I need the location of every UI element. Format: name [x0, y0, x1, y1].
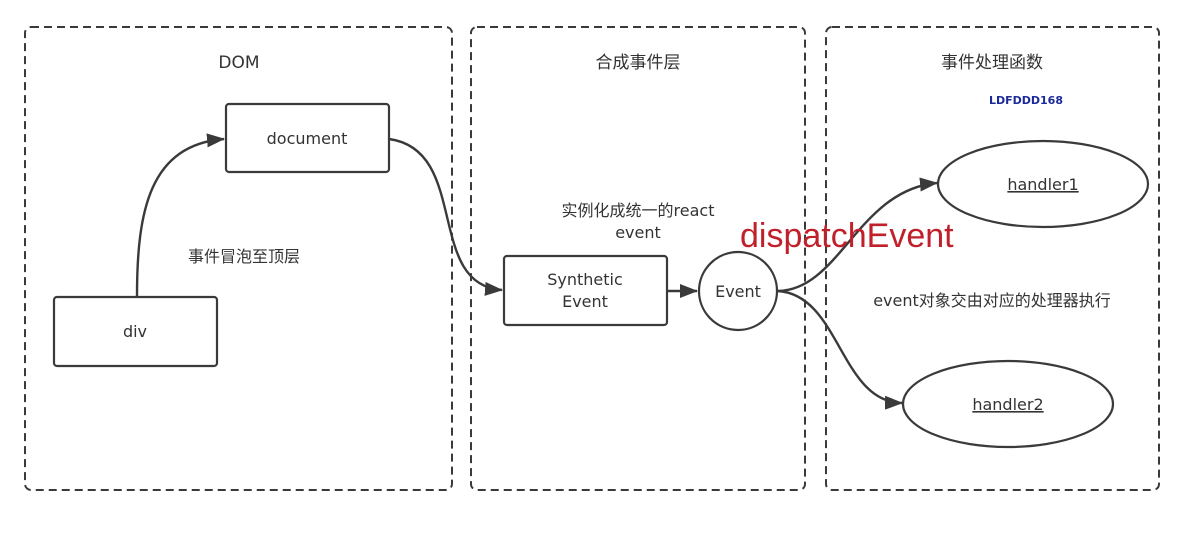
bubble-annotation: 事件冒泡至顶层 [188, 247, 300, 266]
instantiate-annotation-line2: event [615, 223, 661, 242]
event-node-label: Event [715, 282, 761, 301]
synthetic-lane-title: 合成事件层 [596, 53, 681, 73]
dispatch-note: event对象交由对应的处理器执行 [873, 291, 1111, 310]
synthetic-event-label-line2: Event [562, 292, 608, 311]
arrow-event-to-handler1 [777, 177, 938, 293]
div-node [52, 295, 219, 368]
dom-lane-title: DOM [218, 53, 259, 73]
handlers-lane [825, 26, 1160, 491]
synthetic-lane [470, 26, 806, 491]
document-node [224, 102, 391, 174]
handler2-node [901, 359, 1115, 449]
dispatch-event-label: dispatchEvent [740, 217, 954, 255]
handler1-label: handler1 [1007, 175, 1078, 194]
arrow-document-to-synthetic [388, 137, 503, 296]
arrow-div-to-document [135, 133, 225, 297]
arrow-event-to-handler2 [777, 289, 903, 410]
synthetic-event-label-line1: Synthetic [547, 270, 623, 289]
div-node-label: div [123, 322, 147, 341]
dom-lane [24, 26, 453, 491]
handler2-label: handler2 [972, 395, 1043, 414]
instantiate-annotation-line1: 实例化成统一的react [562, 201, 715, 220]
handlers-lane-title: 事件处理函数 [941, 53, 1043, 73]
event-node [697, 250, 779, 332]
synthetic-event-node [502, 254, 669, 327]
watermark-text: LDFDDD168 [989, 94, 1063, 107]
document-node-label: document [267, 129, 348, 148]
handler1-node [936, 139, 1150, 229]
